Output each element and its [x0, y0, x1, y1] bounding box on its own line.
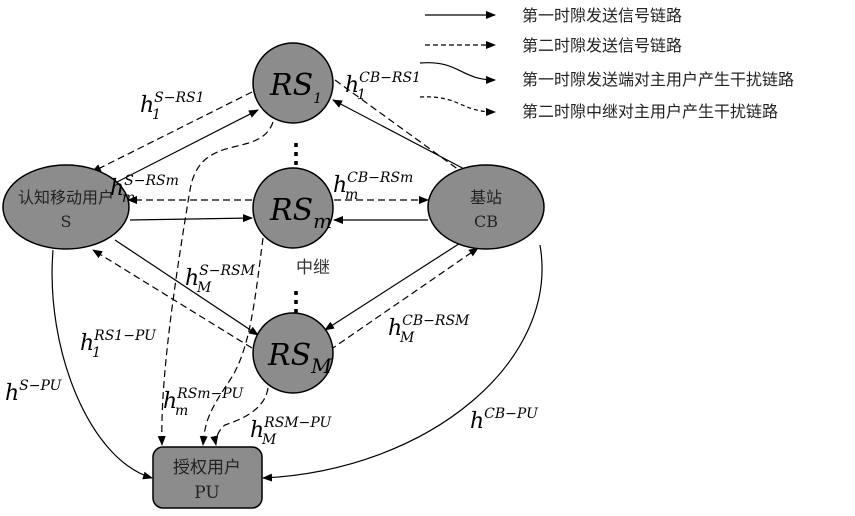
link-s-pu — [52, 250, 152, 478]
channel-label-subscript: M — [399, 330, 415, 346]
node-rsM: RSM — [253, 313, 333, 393]
relay-label: 中继 — [296, 258, 330, 278]
node-rsm: RSm — [253, 168, 333, 248]
channel-label-subscript: M — [261, 432, 277, 448]
channel-label-subscript: m — [175, 403, 188, 419]
channel-label-cb-pu: hCB−PU — [470, 406, 539, 434]
channel-label-subscript: 1 — [152, 107, 161, 123]
legend-label: 第二时隙中继对主用户产生干扰链路 — [522, 102, 778, 121]
link-cb-rs1 — [333, 100, 470, 172]
channel-label-s-rs1: hS−RS1 — [140, 90, 205, 118]
svg-text:基站: 基站 — [470, 188, 502, 207]
channel-labels: hS−RS11hCB−RS11hS−RSmmhCB−RSmmhS−RSMMhCB… — [5, 70, 539, 448]
svg-text:认知移动用户: 认知移动用户 — [18, 188, 114, 207]
svg-text:S: S — [61, 212, 72, 231]
svg-text:授权用户: 授权用户 — [173, 458, 241, 478]
legend-label: 第二时隙发送信号链路 — [522, 36, 682, 55]
ellipsis-lower: ⋮ — [283, 287, 309, 317]
ellipsis-upper: ⋮ — [283, 139, 309, 169]
node-cb: 基站 CB — [428, 165, 544, 249]
channel-label-subscript: m — [122, 190, 135, 206]
legend-solid-curved-arrow — [420, 63, 495, 80]
channel-label-subscript: m — [345, 187, 358, 203]
link-s-rsm — [130, 218, 252, 220]
channel-label-s-rsm: hS−RSm — [110, 173, 179, 201]
legend-dashed-curved-arrow — [420, 97, 495, 112]
legend — [420, 15, 495, 112]
channel-label-s-pu: hS−PU — [5, 378, 63, 406]
channel-label-subscript: 1 — [92, 345, 101, 361]
node-pu: 授权用户 PU — [153, 447, 262, 508]
legend-label: 第一时隙发送信号链路 — [522, 6, 682, 25]
svg-text:PU: PU — [194, 483, 219, 503]
channel-label-subscript: M — [196, 280, 212, 296]
channel-label-subscript: 1 — [357, 87, 366, 103]
channel-label-s-rsM: hS−RSM — [185, 263, 256, 291]
svg-text:CB: CB — [474, 212, 498, 231]
node-rs1: RS1 — [253, 43, 333, 123]
legend-label: 第一时隙发送端对主用户产生干扰链路 — [522, 70, 794, 89]
